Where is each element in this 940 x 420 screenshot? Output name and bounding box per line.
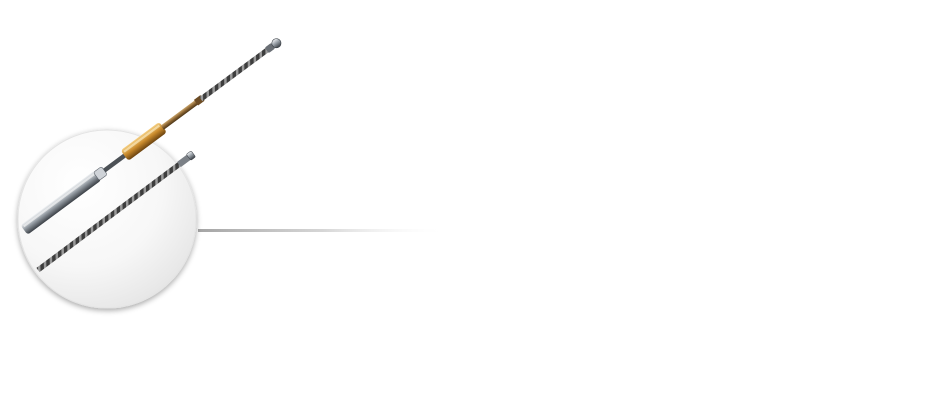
upper-terminal <box>21 38 282 234</box>
lower-wire-rope <box>36 151 196 273</box>
connector-line <box>198 229 448 232</box>
